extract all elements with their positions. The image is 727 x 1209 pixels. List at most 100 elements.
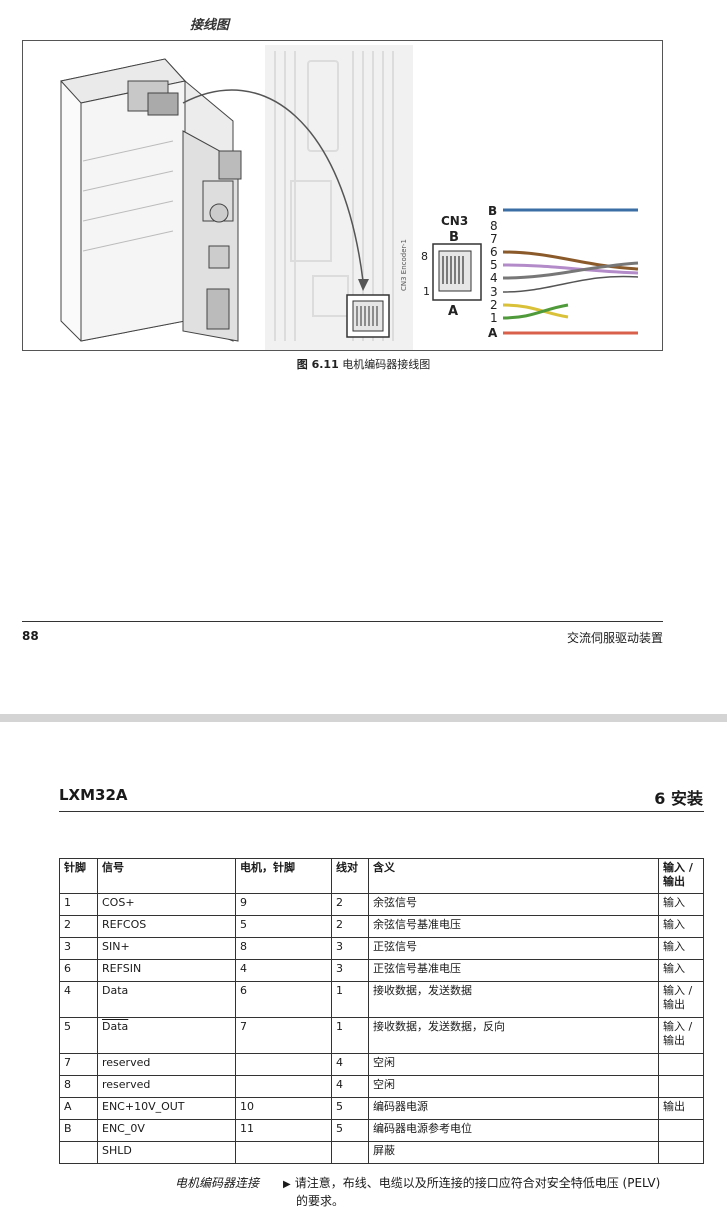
table-cell: 输入 / 输出	[658, 1017, 704, 1054]
table-cell: 4	[235, 959, 332, 982]
table-cell: 11	[235, 1119, 332, 1142]
table-cell: 4	[331, 1053, 369, 1076]
board-label: CN3 Encoder-1	[400, 239, 408, 291]
wire-label-7: 7	[490, 232, 498, 246]
wires	[502, 208, 639, 335]
connector-top-letter: B	[449, 230, 459, 245]
wire-label-6: 6	[490, 245, 498, 259]
footer-title: 交流伺服驱动装置	[566, 631, 663, 645]
table-cell	[331, 1141, 369, 1164]
table-cell: 3	[331, 937, 369, 960]
table-cell: 输入	[658, 937, 704, 960]
table-cell	[658, 1119, 704, 1142]
wire-label-2: 2	[490, 298, 498, 312]
pin-label-low: 1	[423, 285, 430, 298]
table-cell: 正弦信号基准电压	[368, 959, 659, 982]
table-cell: 编码器电源	[368, 1097, 659, 1120]
table-header-row: 针脚 信号 电机，针脚 线对 含义 输入 / 输出	[59, 858, 704, 894]
pointer-arrow	[182, 89, 364, 282]
table-cell: 输入	[658, 893, 704, 916]
column-header: 含义	[368, 858, 659, 894]
table-cell: 2	[331, 893, 369, 916]
table-cell	[658, 1075, 704, 1098]
cn3-connector-icon	[432, 243, 482, 301]
page-separator	[0, 714, 727, 722]
table-cell: Data	[97, 981, 236, 1018]
table-cell: 输入	[658, 959, 704, 982]
page-number: 88	[22, 629, 39, 643]
column-header: 线对	[331, 858, 369, 894]
table-cell: Data	[97, 1017, 236, 1054]
table-cell: 9	[235, 893, 332, 916]
caption-number: 图 6.11	[296, 358, 339, 371]
table-cell: 空闲	[368, 1075, 659, 1098]
note-body: 请注意，布线、电缆以及所连接的接口应符合对安全特低电压 (PELV)	[294, 1176, 661, 1190]
connector-title: CN3	[441, 214, 468, 228]
column-header: 输入 / 输出	[658, 858, 704, 894]
note-text-continued: 的要求。	[296, 1194, 345, 1208]
table-cell: 2	[331, 915, 369, 938]
table-row: SHLD 屏蔽	[59, 1141, 704, 1164]
table-cell: 8	[59, 1075, 98, 1098]
table-cell: 5	[235, 915, 332, 938]
table-cell: 1	[331, 981, 369, 1018]
table-cell	[235, 1053, 332, 1076]
table-cell	[658, 1053, 704, 1076]
table-cell: 输出	[658, 1097, 704, 1120]
wiring-figure: CN3 Encoder-1	[22, 40, 663, 351]
connector-bottom-letter: A	[448, 304, 458, 319]
table-cell: COS+	[97, 893, 236, 916]
table-cell: 10	[235, 1097, 332, 1120]
column-header: 信号	[97, 858, 236, 894]
table-cell: REFCOS	[97, 915, 236, 938]
table-cell: 5	[59, 1017, 98, 1054]
table-cell: 8	[235, 937, 332, 960]
table-cell: 余弦信号	[368, 893, 659, 916]
table-cell: 4	[331, 1075, 369, 1098]
table-cell	[658, 1141, 704, 1164]
wire-label-b: B	[488, 204, 497, 218]
table-cell: ENC+10V_OUT	[97, 1097, 236, 1120]
table-cell: 6	[235, 981, 332, 1018]
header-chapter: 6 安装	[654, 789, 703, 808]
header-product: LXM32A	[59, 786, 128, 804]
table-cell: 1	[331, 1017, 369, 1054]
table-cell: 5	[331, 1097, 369, 1120]
board-connector-icon	[346, 294, 390, 338]
figure-caption: 图 6.11 电机编码器接线图	[0, 356, 727, 372]
table-cell: 2	[59, 915, 98, 938]
table-cell: reserved	[97, 1075, 236, 1098]
table-cell: 空闲	[368, 1053, 659, 1076]
table-cell: SHLD	[97, 1141, 236, 1164]
table-cell: B	[59, 1119, 98, 1142]
note-label: 电机编码器连接	[175, 1176, 260, 1190]
pin-label-high: 8	[421, 250, 428, 263]
table-cell: 输入	[658, 915, 704, 938]
table-cell: A	[59, 1097, 98, 1120]
column-header: 针脚	[59, 858, 98, 894]
footer-divider	[22, 621, 663, 622]
table-cell: 1	[59, 893, 98, 916]
table-cell	[235, 1075, 332, 1098]
wire-label-1: 1	[490, 311, 498, 325]
column-header: 电机，针脚	[235, 858, 332, 894]
section-label: 接线图	[190, 18, 230, 33]
table-cell: 接收数据，发送数据，反向	[368, 1017, 659, 1054]
table-cell: 屏蔽	[368, 1141, 659, 1164]
servo-drive-illustration	[60, 58, 242, 342]
table-cell	[235, 1141, 332, 1164]
table-cell: 余弦信号基准电压	[368, 915, 659, 938]
caption-text: 电机编码器接线图	[342, 358, 431, 371]
table-cell: REFSIN	[97, 959, 236, 982]
wiring-diagram: CN3 Encoder-1	[60, 45, 639, 350]
arrow-head-icon	[358, 279, 369, 291]
wire-label-a: A	[488, 326, 498, 340]
